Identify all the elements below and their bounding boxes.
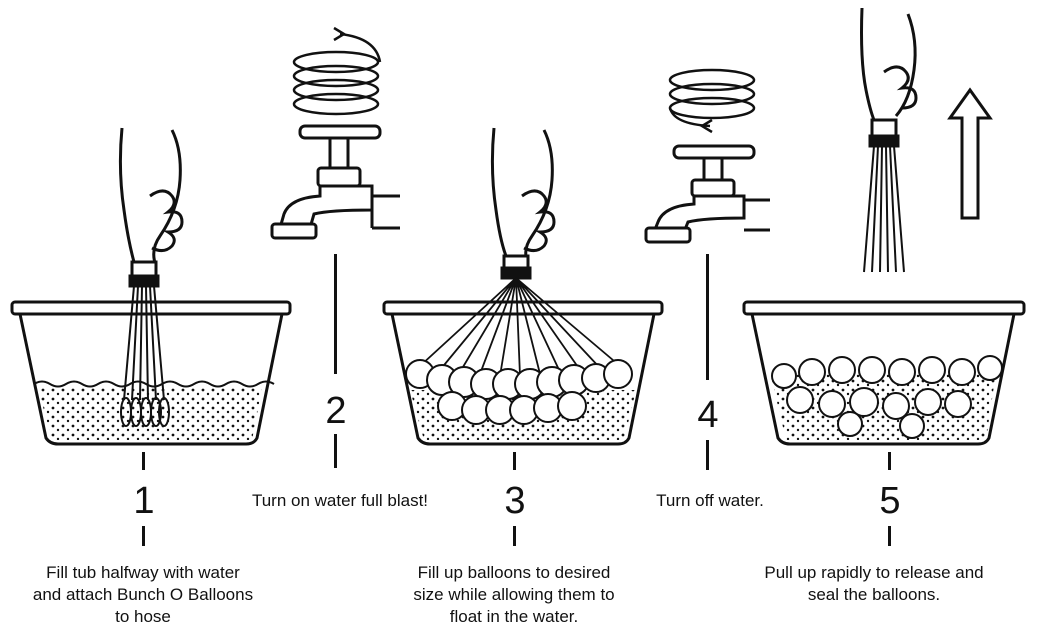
step-number-1: 1 — [133, 480, 155, 522]
hand-hose-icon — [490, 127, 556, 280]
connector-3b — [513, 526, 516, 546]
step-number-3: 3 — [504, 480, 526, 522]
connector-5 — [888, 452, 891, 470]
balloon-icon — [771, 355, 1003, 439]
step-caption-1: Fill tub halfway with water and attach B… — [32, 563, 254, 626]
hand-hose-icon — [118, 127, 184, 288]
step-caption-5: Pull up rapidly to release and seal the … — [764, 563, 984, 604]
spiral-arrow-icon — [292, 26, 382, 116]
balloon-strings-3 — [419, 277, 621, 377]
connector-3 — [513, 452, 516, 470]
connector-1 — [142, 452, 145, 470]
balloon-icon — [405, 359, 633, 425]
faucet-icon — [644, 144, 770, 244]
step-number-4: 4 — [697, 394, 719, 436]
step-number-5: 5 — [879, 480, 901, 522]
balloon-strings-1 — [120, 285, 170, 427]
hand-hose-icon — [860, 7, 918, 273]
step-caption-3: Fill up balloons to desired size while a… — [413, 563, 615, 626]
connector-1b — [142, 526, 145, 546]
step-caption-4: Turn off water. — [656, 491, 764, 510]
faucet-icon — [270, 124, 400, 240]
spiral-arrow-icon — [668, 68, 756, 134]
connector-5b — [888, 526, 891, 546]
step-number-2: 2 — [325, 390, 347, 432]
up-arrow-icon — [947, 87, 993, 220]
step-caption-2: Turn on water full blast! — [251, 491, 429, 510]
